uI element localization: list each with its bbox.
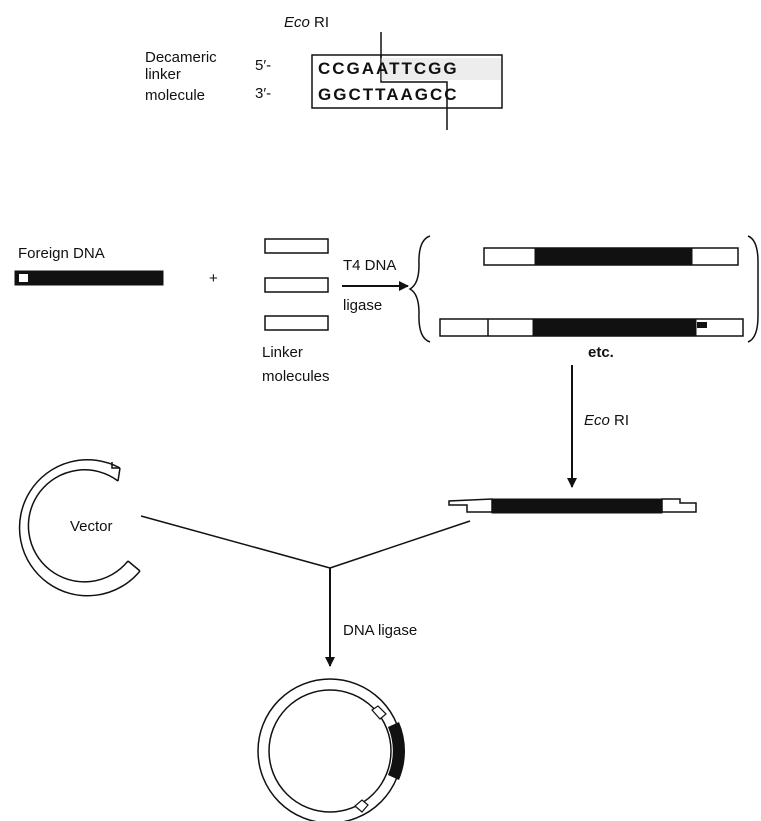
vector-plasmid <box>18 458 141 597</box>
vector-label: Vector <box>70 518 113 535</box>
foreign-dna-fragment <box>14 270 164 286</box>
join-line-fragment <box>329 520 471 569</box>
t4-ligase-label-1: T4 DNA <box>343 257 396 274</box>
linker-title-line-1: Decameric <box>145 49 217 66</box>
etc-label: etc. <box>588 344 614 361</box>
linker-molecules-label-2: molecules <box>262 368 330 385</box>
linker-3prime-end: 3′- <box>255 85 271 102</box>
linker-recognition-shade <box>381 58 501 80</box>
linker-molecule-3 <box>264 315 329 331</box>
linker-top-strand: CCGAATTCGG <box>318 59 459 78</box>
linker-outer-box <box>311 54 503 109</box>
ligation-product-2 <box>439 318 744 337</box>
linker-molecule-2 <box>264 277 329 293</box>
eco-ri-digest-label: Eco RI <box>584 412 629 429</box>
linker-5prime-end: 5′- <box>255 57 271 74</box>
linker-enzyme-label: Eco RI <box>284 14 329 31</box>
linker-molecules-label-1: Linker <box>262 344 303 361</box>
dna-ligase-label: DNA ligase <box>343 622 417 639</box>
plus-sign: + <box>209 270 218 287</box>
t4-ligase-label-2: ligase <box>343 297 382 314</box>
foreign-dna-label: Foreign DNA <box>18 245 105 262</box>
foreign-dna-end-mark <box>19 274 28 282</box>
linker-molecule-1 <box>264 238 329 254</box>
linker-title-line-2: linker <box>145 66 181 83</box>
digested-fragment <box>448 498 697 514</box>
linker-bottom-strand: GGCTTAAGCC <box>318 85 459 104</box>
recombinant-plasmid <box>257 678 406 821</box>
ligation-product-1 <box>483 247 739 266</box>
right-bracket <box>747 235 759 343</box>
left-brace <box>408 235 431 343</box>
linker-staggered-cut <box>380 55 448 108</box>
linker-title-line-3: molecule <box>145 87 205 104</box>
join-line-vector <box>140 515 331 569</box>
